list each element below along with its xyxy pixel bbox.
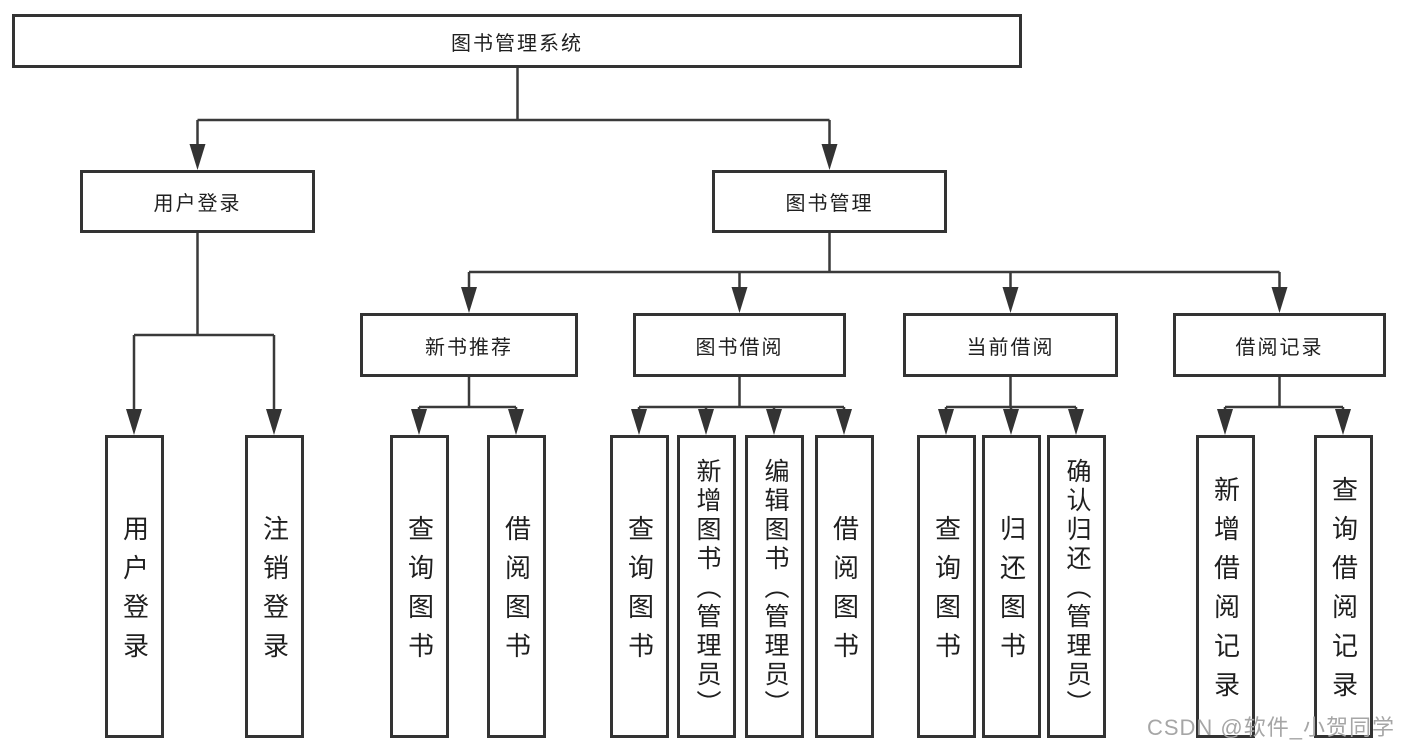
node-borrow-records: 借阅记录: [1173, 313, 1386, 377]
leaf-label: 查询图书: [404, 515, 435, 671]
leaf-query-books-current: 查询图书: [917, 435, 976, 738]
node-label: 图书管理: [785, 193, 874, 215]
leaf-return-book: 归还图书: [982, 435, 1041, 738]
leaf-label: 编辑图书（管理员）: [761, 458, 789, 719]
node-label: 新书推荐: [425, 336, 513, 359]
leaf-label: 归还图书: [996, 515, 1027, 671]
node-user-login: 用户登录: [80, 170, 315, 233]
node-label: 图书管理系统: [451, 32, 583, 55]
node-book-management: 图书管理: [712, 170, 947, 233]
leaf-label: 查询图书: [624, 515, 655, 671]
leaf-label: 新增借阅记录: [1210, 476, 1241, 710]
leaf-label: 查询借阅记录: [1328, 476, 1359, 710]
leaf-label: 借阅图书: [829, 515, 860, 671]
leaf-borrow-books-recommend: 借阅图书: [487, 435, 546, 738]
node-new-book-recommend: 新书推荐: [360, 313, 578, 377]
arrowheads: [126, 144, 1351, 435]
leaf-borrow-books: 借阅图书: [815, 435, 874, 738]
leaf-label: 新增图书（管理员）: [693, 458, 721, 719]
node-label: 当前借阅: [966, 336, 1055, 359]
leaf-confirm-return-admin: 确认归还（管理员）: [1047, 435, 1106, 738]
node-book-borrow: 图书借阅: [633, 313, 846, 377]
node-label: 图书借阅: [695, 336, 784, 359]
csdn-watermark: CSDN @软件_小贺同学: [1146, 715, 1395, 740]
node-library-management-system: 图书管理系统: [12, 14, 1022, 68]
leaf-edit-book-admin: 编辑图书（管理员）: [745, 435, 804, 738]
leaf-query-books-borrow: 查询图书: [610, 435, 669, 738]
leaf-logout: 注销登录: [245, 435, 304, 738]
node-label: 用户登录: [153, 193, 242, 215]
leaf-label: 查询图书: [931, 515, 962, 671]
leaf-label: 注销登录: [259, 515, 290, 671]
leaf-query-borrow-record: 查询借阅记录: [1314, 435, 1373, 738]
node-label: 借阅记录: [1235, 336, 1324, 359]
leaf-add-book-admin: 新增图书（管理员）: [677, 435, 736, 738]
leaf-label: 借阅图书: [501, 515, 532, 671]
leaf-add-borrow-record: 新增借阅记录: [1196, 435, 1255, 738]
leaf-query-books-recommend: 查询图书: [390, 435, 449, 738]
node-current-borrow: 当前借阅: [903, 313, 1118, 377]
leaf-label: 确认归还（管理员）: [1063, 458, 1091, 719]
leaf-user-login: 用户登录: [105, 435, 164, 738]
leaf-label: 用户登录: [119, 515, 150, 671]
